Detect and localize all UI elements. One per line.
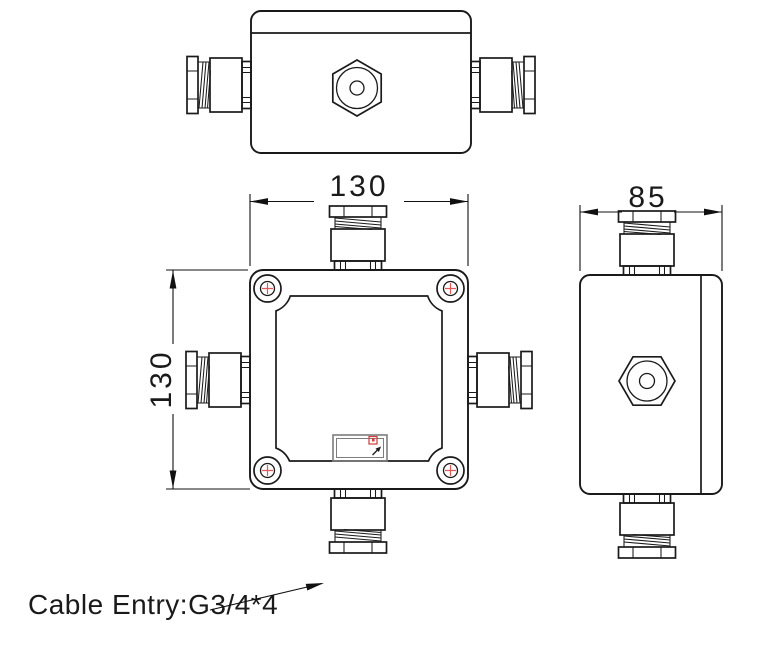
cable-gland-right [467,350,533,410]
cable-gland-bottom [328,488,388,554]
cable-entry-text: Cable Entry:G3/4*4 [28,589,278,620]
cable-gland-bottom [617,493,677,559]
dim-side-depth: 85 [579,181,723,271]
cable-gland-top [328,205,388,271]
dim-front-width: 130 [249,170,469,266]
hex-gland-end [618,355,676,407]
lid-inner-frame [275,295,443,462]
ex-mark-icon [368,435,378,445]
side-view [579,210,723,559]
dim-front-height: 130 [145,269,250,490]
cable-gland-left [185,350,251,410]
corner-screw-bottom-left [253,456,282,485]
dim-front-width-text: 130 [329,170,388,203]
corner-screw-bottom-right [436,456,465,485]
front-view-body [249,269,469,490]
corner-screw-top-right [436,274,465,303]
cable-gland-left [186,55,252,115]
leader-arrow [209,579,325,611]
cable-entry-note: Cable Entry:G3/4*4 [28,579,325,620]
hex-gland-end [331,59,383,117]
dim-front-height-text: 130 [145,349,178,408]
nameplate [332,434,388,462]
cable-gland-right [470,55,536,115]
flash-arrow-icon [372,446,381,456]
dim-side-depth-text: 85 [628,181,667,214]
front-view [185,205,533,554]
top-view [186,10,536,154]
cable-gland-top [617,210,677,276]
corner-screw-top-left [253,274,282,303]
